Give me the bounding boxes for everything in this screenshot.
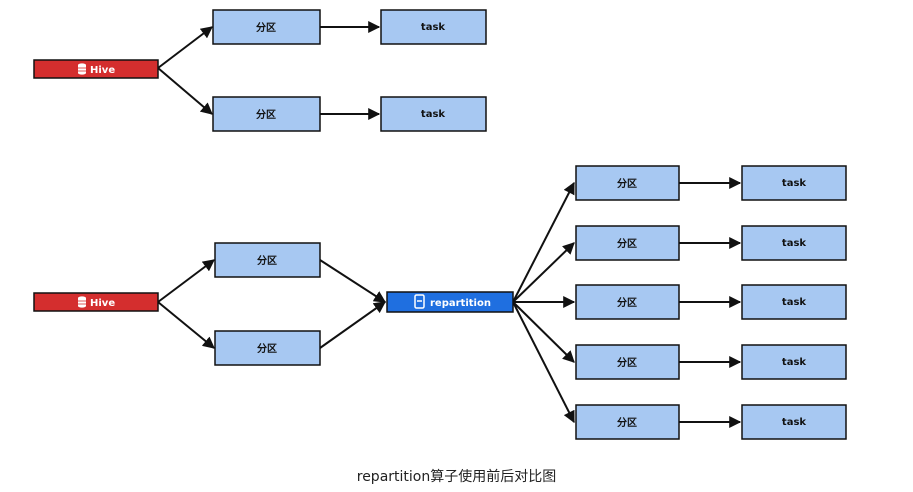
task-label: task (421, 22, 445, 33)
arrow (157, 301, 215, 349)
partition-label: 分区 (256, 108, 276, 121)
task-label: task (782, 417, 806, 428)
task-node: task (741, 284, 847, 320)
task-label: task (782, 297, 806, 308)
task-node: task (380, 9, 487, 45)
repartition-node: repartition (386, 291, 514, 313)
task-node: task (741, 344, 847, 380)
repartition-label: repartition (430, 298, 491, 309)
partition-label: 分区 (257, 254, 277, 267)
partition-node: 分区 (575, 225, 680, 261)
partition-label: 分区 (617, 237, 637, 250)
partition-node: 分区 (575, 404, 680, 440)
database-icon (78, 63, 86, 75)
task-node: task (380, 96, 487, 132)
partition-node: 分区 (575, 344, 680, 380)
partition-label: 分区 (257, 342, 277, 355)
task-node: task (741, 404, 847, 440)
partition-node: 分区 (212, 9, 321, 45)
partition-label: 分区 (617, 356, 637, 369)
hive-label: Hive (90, 65, 115, 76)
arrow (319, 301, 386, 349)
partition-label: 分区 (256, 21, 276, 34)
arrow (512, 301, 575, 363)
partition-node: 分区 (214, 330, 321, 366)
arrow (157, 26, 213, 69)
task-node: task (741, 225, 847, 261)
partition-label: 分区 (617, 416, 637, 429)
arrow (319, 259, 387, 303)
arrow (157, 259, 215, 303)
partition-node: 分区 (575, 284, 680, 320)
partition-node: 分区 (575, 165, 680, 201)
hive-source-node: Hive (33, 59, 159, 79)
figure-caption: repartition算子使用前后对比图 (356, 469, 557, 485)
task-node: task (741, 165, 847, 201)
task-label: task (782, 357, 806, 368)
hive-label: Hive (90, 298, 115, 309)
after-diagram: Hive 分区 分区 repartition 分区 分区 (33, 165, 847, 440)
arrow (512, 301, 575, 424)
task-label: task (421, 109, 445, 120)
database-icon (78, 296, 86, 308)
task-label: task (782, 238, 806, 249)
partition-node: 分区 (214, 242, 321, 278)
arrow (512, 242, 575, 303)
before-diagram: Hive 分区 分区 task task (33, 9, 487, 132)
task-label: task (782, 178, 806, 189)
function-icon (414, 294, 425, 309)
partition-label: 分区 (617, 177, 637, 190)
partition-label: 分区 (617, 296, 637, 309)
hive-source-node: Hive (33, 292, 159, 312)
arrow (157, 67, 213, 115)
arrow (512, 181, 575, 303)
partition-node: 分区 (212, 96, 321, 132)
